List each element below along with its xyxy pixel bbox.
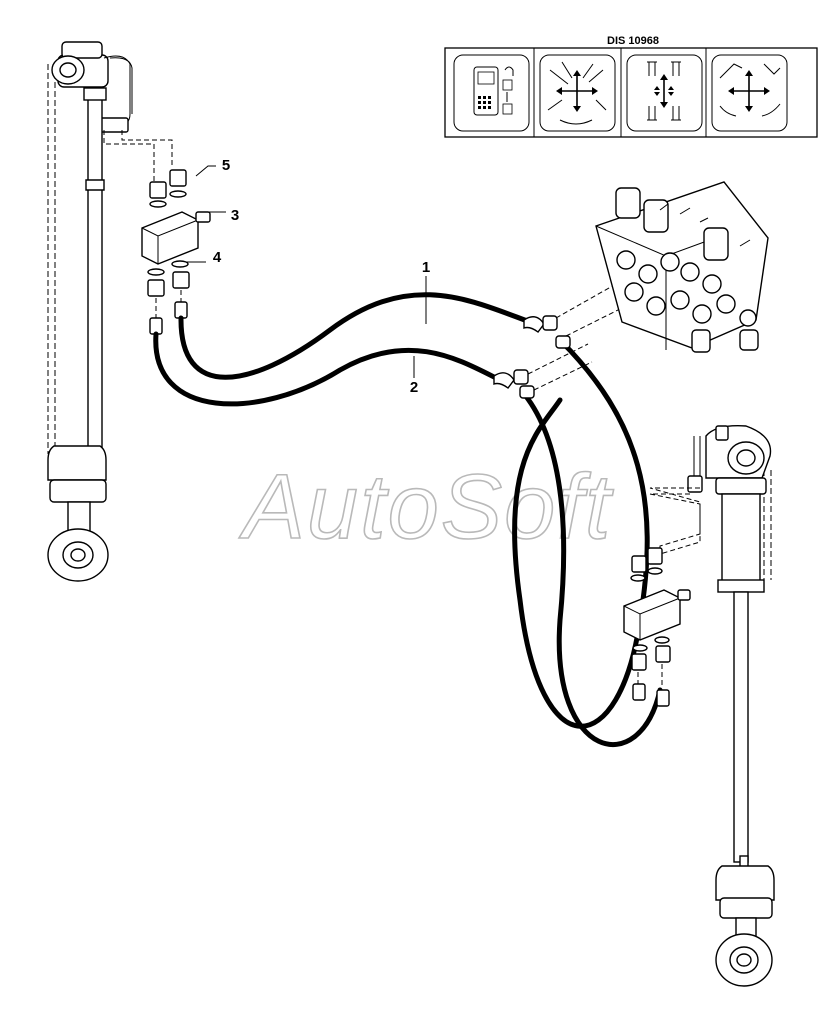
- callout-4: 4: [213, 249, 222, 266]
- callout-3: 3: [231, 207, 239, 224]
- right-valve-assembly: [623, 487, 701, 707]
- callout-leaders: [186, 165, 427, 378]
- watermark: AutoSoft: [239, 456, 614, 558]
- right-cylinder: [687, 425, 775, 987]
- control-valve-block: [595, 181, 769, 353]
- left-valve-assembly: [103, 130, 211, 335]
- left-cylinder: [47, 41, 133, 582]
- boom-arm-icon: [711, 54, 788, 132]
- hose-2: [153, 331, 663, 747]
- machine-movements-icon: [539, 54, 616, 132]
- callout-5: 5: [222, 157, 230, 174]
- callout-1: 1: [422, 259, 430, 276]
- panel-code: DIS 10968: [607, 35, 659, 47]
- control-unit-icon: [453, 54, 530, 132]
- symbol-panel: DIS 10968: [444, 35, 818, 138]
- callout-2: 2: [410, 379, 418, 396]
- hose-1: [178, 292, 650, 729]
- lever-directions-icon: [626, 54, 703, 132]
